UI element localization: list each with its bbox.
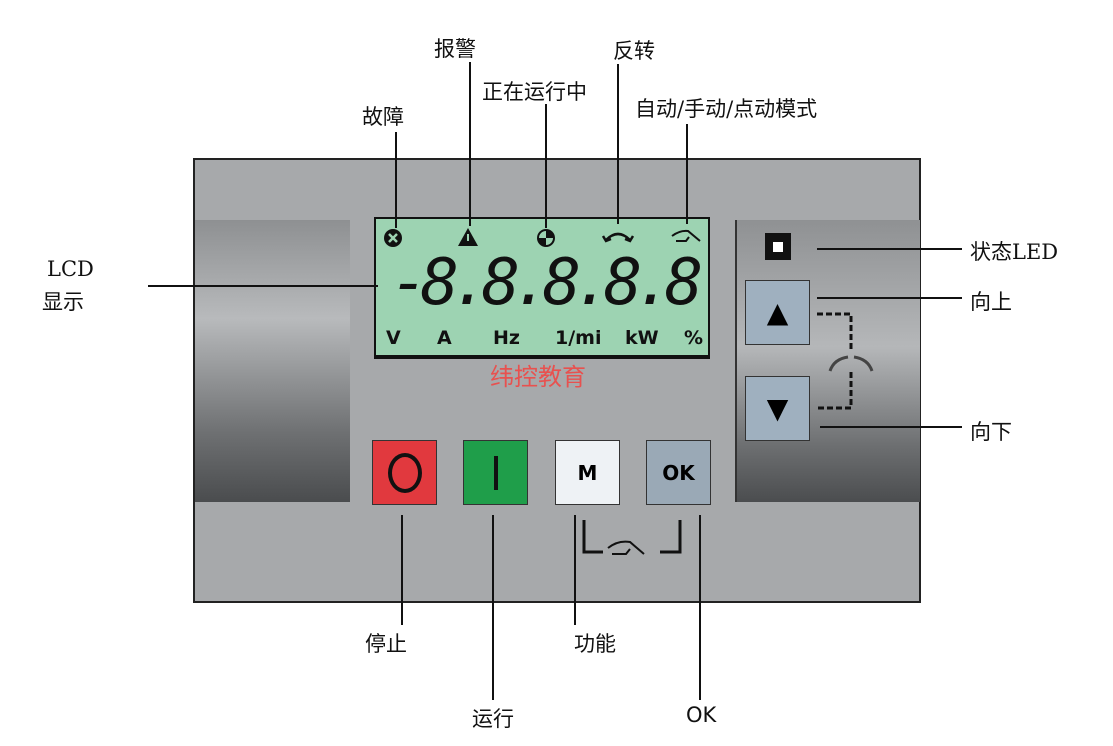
stop-button[interactable] bbox=[372, 440, 437, 505]
unit-a: A bbox=[437, 327, 452, 349]
unit-v: V bbox=[386, 327, 401, 349]
hand-icon bbox=[671, 229, 701, 242]
lcd-digits: -8.8.8.8.8 bbox=[390, 250, 700, 316]
stop-icon bbox=[387, 452, 422, 493]
reverse-arrows-icon bbox=[828, 355, 874, 372]
label-running: 正在运行中 bbox=[482, 80, 587, 104]
up-down-dashed-bracket bbox=[817, 312, 853, 410]
panel-right-section bbox=[735, 220, 920, 502]
label-up: 向上 bbox=[970, 290, 1012, 314]
down-button[interactable]: ▼ bbox=[745, 376, 810, 441]
ok-button[interactable]: OK bbox=[646, 440, 711, 505]
label-function: 功能 bbox=[574, 632, 616, 656]
label-reverse: 反转 bbox=[613, 39, 655, 63]
run-icon bbox=[493, 455, 498, 490]
label-mode: 自动/手动/点动模式 bbox=[635, 97, 818, 121]
label-stop: 停止 bbox=[365, 632, 407, 656]
label-ok: OK bbox=[686, 703, 717, 727]
label-run: 运行 bbox=[472, 707, 514, 731]
watermark: 纬控教育 bbox=[490, 363, 586, 391]
jog-hand-icon bbox=[607, 540, 645, 555]
unit-percent: % bbox=[684, 327, 704, 349]
status-led bbox=[765, 233, 791, 260]
label-alarm: 报警 bbox=[434, 37, 476, 61]
label-down: 向下 bbox=[970, 420, 1012, 444]
label-status-led: 状态LED bbox=[970, 240, 1059, 264]
warning-icon bbox=[458, 228, 478, 246]
unit-hz: Hz bbox=[493, 327, 520, 349]
unit-rpm: 1/mi bbox=[555, 327, 602, 349]
label-lcd: LCD bbox=[47, 257, 94, 281]
unit-kw: kW bbox=[625, 327, 659, 349]
panel-left-section bbox=[195, 220, 350, 502]
function-button[interactable]: M bbox=[555, 440, 620, 505]
label-fault: 故障 bbox=[362, 105, 404, 129]
running-icon bbox=[537, 229, 555, 247]
run-button[interactable] bbox=[463, 440, 528, 505]
fault-icon bbox=[384, 229, 402, 247]
up-button[interactable]: ▲ bbox=[745, 280, 810, 345]
jog-bracket bbox=[582, 520, 682, 554]
reverse-icon bbox=[601, 232, 635, 243]
label-display: 显示 bbox=[42, 290, 84, 314]
